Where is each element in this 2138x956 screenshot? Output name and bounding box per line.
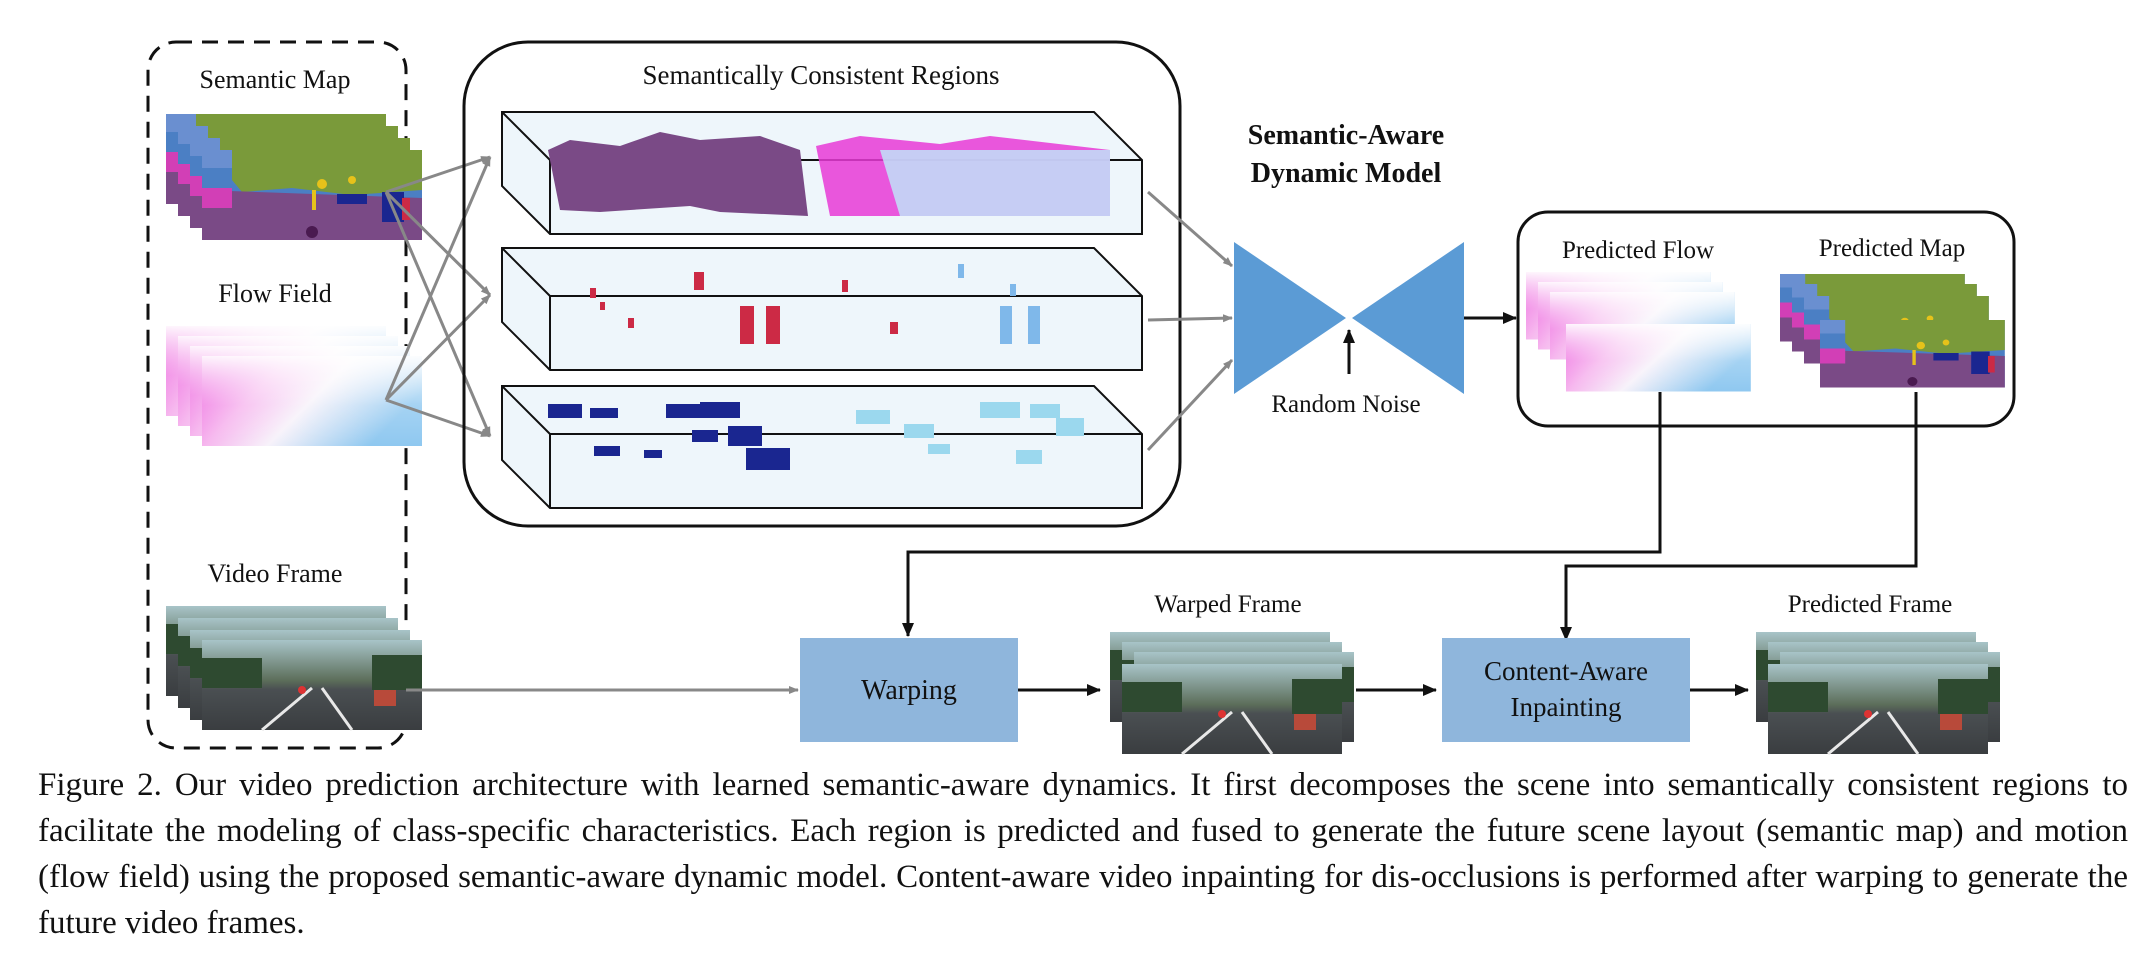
warping-label: Warping: [861, 675, 957, 706]
regions-panel: [462, 40, 1182, 528]
figure-caption: Figure 2. Our video prediction architect…: [38, 762, 2128, 946]
predicted-map-stack: [1780, 274, 2005, 388]
predicted-flow-stack: [1526, 272, 1751, 392]
predicted-flow-label: Predicted Flow: [1562, 237, 1714, 264]
warped-frame-label: Warped Frame: [1154, 591, 1301, 618]
predicted-frame-label: Predicted Frame: [1788, 591, 1953, 618]
semantic-map-label: Semantic Map: [200, 65, 351, 94]
map-to-inpainting-connector: [1560, 392, 1918, 641]
dynamic-model-hourglass: [1234, 242, 1464, 394]
regions-title: Semantically Consistent Regions: [643, 60, 1000, 90]
flow-field-stack: [166, 326, 422, 446]
inpainting-label-line2: Inpainting: [1511, 692, 1622, 722]
output-panel: [1516, 210, 2016, 428]
region-to-model-arrows: [1146, 190, 1234, 452]
input-to-region-arrows: [384, 155, 492, 438]
video-frame-stack: [164, 604, 424, 732]
input-group-box: [146, 40, 408, 750]
inpainting-block: [1442, 638, 1690, 742]
region-slab-humans: [501, 247, 1143, 371]
flow-to-warping-connector: [902, 392, 1662, 637]
random-noise-label: Random Noise: [1271, 391, 1420, 418]
caption-text: Our video prediction architecture with l…: [38, 767, 2128, 941]
warped-frame-stack: [1108, 630, 1356, 756]
predicted-frame-stack: [1754, 630, 2002, 756]
predicted-map-label: Predicted Map: [1819, 235, 1965, 262]
model-title-line1: Semantic-Aware: [1248, 120, 1444, 151]
inpainting-label-line1: Content-Aware: [1484, 656, 1648, 686]
region-slab-background: [501, 111, 1143, 235]
warping-block: [800, 638, 1018, 742]
semantic-map-stack: [166, 114, 422, 240]
model-title-line2: Dynamic Model: [1251, 158, 1442, 189]
video-frame-label: Video Frame: [208, 559, 343, 588]
region-slab-vehicles: [501, 385, 1143, 509]
architecture-diagram: Semantic Map Flow Field Video Frame Sema…: [146, 40, 2016, 756]
figure-label: Figure 2.: [38, 767, 162, 803]
flow-field-label: Flow Field: [218, 279, 331, 308]
